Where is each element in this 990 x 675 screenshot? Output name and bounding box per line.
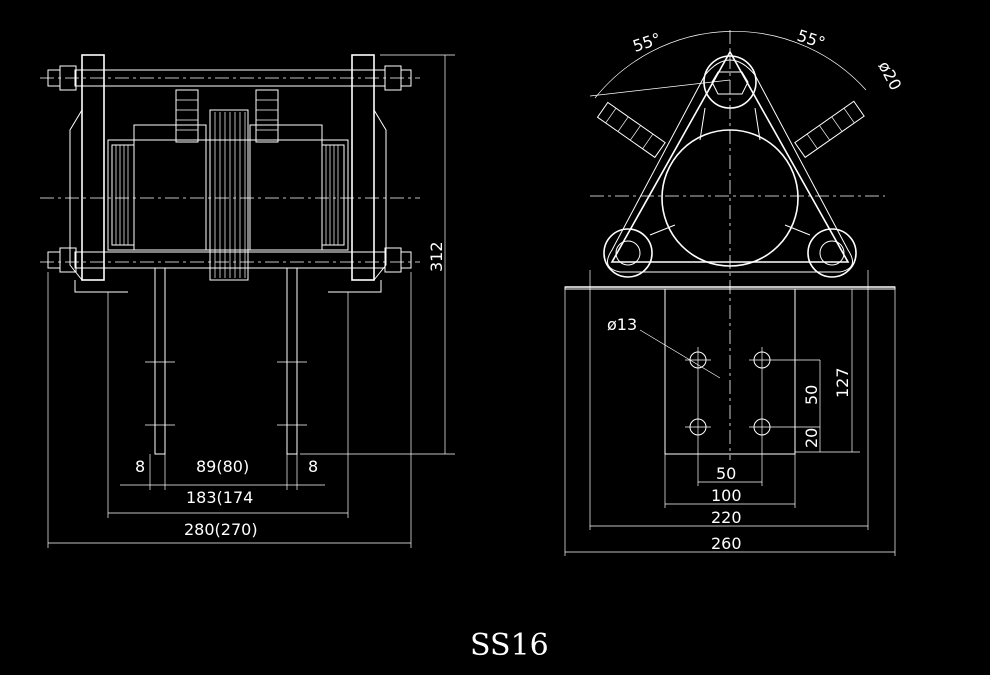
front-view: 55° 55°: [564, 26, 905, 556]
dim-inner-width: 89(80): [196, 457, 249, 476]
dim-hole-pitch-horizontal: 50: [716, 464, 736, 483]
dim-pipe-diameter: ø20: [874, 58, 905, 94]
left-pipe-front: [596, 101, 666, 159]
bolt-holes: [685, 347, 820, 440]
dim-leg-right: 8: [308, 457, 318, 476]
dim-width-220: 220: [711, 508, 742, 527]
right-pipe: [255, 89, 279, 143]
right-bellows: [249, 124, 345, 251]
dim-height-312: 312: [427, 241, 446, 272]
dim-width-100: 100: [711, 486, 742, 505]
dim-overall-width: 280(270): [184, 520, 258, 539]
dim-width-260: 260: [711, 534, 742, 553]
dim-height-127: 127: [833, 367, 852, 398]
center-coil: [209, 109, 249, 281]
dim-angle-right: 55°: [795, 26, 828, 53]
dim-mid-width: 183(174: [186, 488, 253, 507]
left-pipe: [175, 89, 199, 143]
right-pipe-front: [794, 100, 865, 159]
dim-leg-left: 8: [135, 457, 145, 476]
dim-hole-pitch-vertical: 50: [802, 385, 821, 405]
left-bellows: [111, 124, 207, 251]
drawing-title: SS16: [470, 628, 549, 663]
dim-hole-edge: 20: [802, 428, 821, 448]
dim-angle-left: 55°: [630, 29, 663, 56]
side-view: 312 8 89(80) 8 183(174 280(270): [40, 54, 455, 548]
dim-hole-diameter: ø13: [607, 315, 637, 334]
